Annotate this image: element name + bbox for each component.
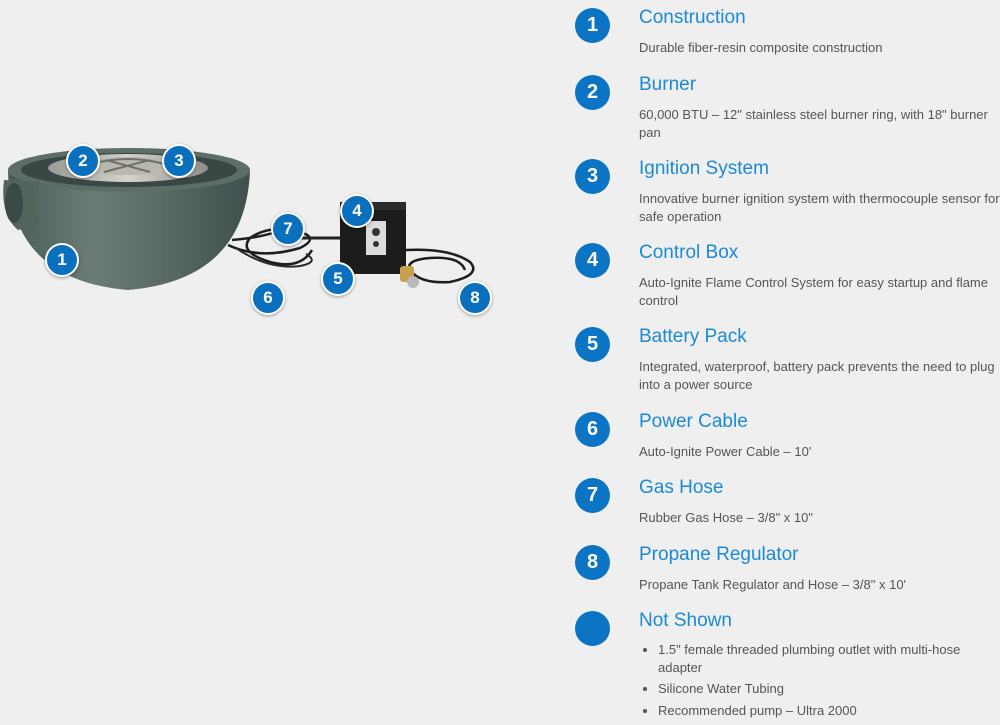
number-badge: 4	[575, 243, 610, 278]
product-illustration: 1 2 3 4 5 6 7 8	[0, 120, 520, 340]
list-item: Recommended pump – Ultra 2000	[658, 702, 1000, 720]
number-badge: 6	[575, 412, 610, 447]
feature-title: Gas Hose	[639, 477, 724, 498]
list-item: 1.5" female threaded plumbing outlet wit…	[658, 641, 1000, 676]
callout-marker-1[interactable]: 1	[45, 243, 79, 277]
callout-marker-3[interactable]: 3	[162, 144, 196, 178]
number-badge: 5	[575, 327, 610, 362]
callout-marker-4[interactable]: 4	[340, 194, 374, 228]
feature-title: Ignition System	[639, 158, 769, 179]
feature-title: Not Shown	[639, 610, 732, 631]
feature-description: Integrated, waterproof, battery pack pre…	[639, 359, 995, 392]
feature-description: Innovative burner ignition system with t…	[639, 191, 1000, 224]
feature-title: Battery Pack	[639, 326, 747, 347]
feature-description: Durable fiber-resin composite constructi…	[639, 40, 883, 55]
feature-title: Construction	[639, 7, 746, 28]
feature-title: Control Box	[639, 242, 739, 263]
number-badge: 3	[575, 159, 610, 194]
not-shown-list: 1.5" female threaded plumbing outlet wit…	[639, 641, 1000, 723]
feature-title: Power Cable	[639, 411, 748, 432]
number-badge: 7	[575, 478, 610, 513]
feature-description: Auto-Ignite Power Cable – 10'	[639, 444, 812, 459]
feature-title: Burner	[639, 74, 697, 95]
number-badge: 2	[575, 75, 610, 110]
callout-marker-5[interactable]: 5	[321, 262, 355, 296]
number-badge: 8	[575, 545, 610, 580]
number-badge: 1	[575, 8, 610, 43]
list-item: Silicone Water Tubing	[658, 680, 1000, 698]
feature-description: Propane Tank Regulator and Hose – 3/8" x…	[639, 577, 907, 592]
callout-marker-7[interactable]: 7	[271, 212, 305, 246]
callout-marker-2[interactable]: 2	[66, 144, 100, 178]
callout-marker-8[interactable]: 8	[458, 281, 492, 315]
feature-description: Auto-Ignite Flame Control System for eas…	[639, 275, 988, 308]
feature-description: Rubber Gas Hose – 3/8" x 10"	[639, 510, 813, 525]
feature-title: Propane Regulator	[639, 544, 799, 565]
number-badge	[575, 611, 610, 646]
callout-marker-6[interactable]: 6	[251, 281, 285, 315]
feature-description: 60,000 BTU – 12" stainless steel burner …	[639, 107, 988, 140]
